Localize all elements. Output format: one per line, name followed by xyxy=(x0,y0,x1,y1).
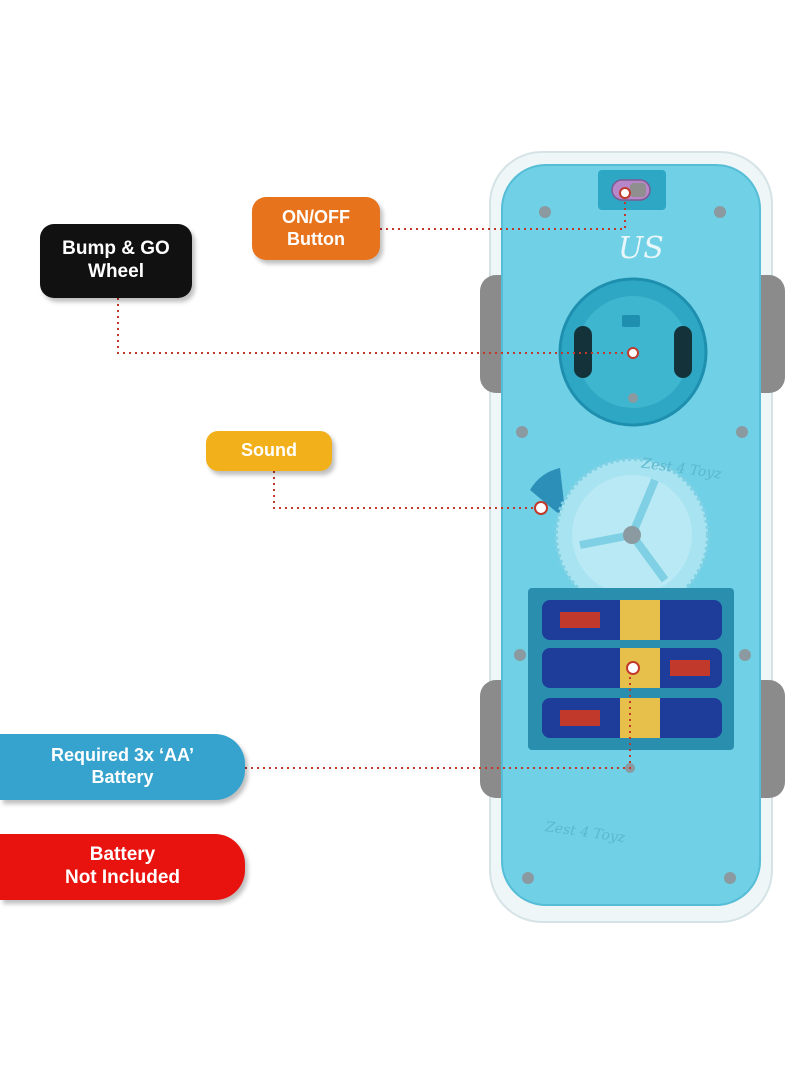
sound-label-text: Sound xyxy=(241,440,297,461)
leader-line-battery xyxy=(245,668,631,769)
bump-go-wheel-label: Bump & GO Wheel xyxy=(40,224,192,298)
leader-line-bump-go xyxy=(117,298,633,354)
speaker-grill xyxy=(530,468,566,520)
battery-label-line2: Battery xyxy=(91,767,154,787)
battery-band xyxy=(620,600,660,640)
indicator-dot-sound xyxy=(534,501,548,515)
screw xyxy=(714,206,726,218)
screw xyxy=(514,649,526,661)
not-included-label-line2: Not Included xyxy=(64,867,181,888)
leader-line-sound xyxy=(273,471,541,509)
bump-go-screw xyxy=(628,393,638,403)
leader-line-on-off xyxy=(380,198,626,230)
gear-hub xyxy=(623,526,641,544)
indicator-dot-on-off xyxy=(619,187,631,199)
screw xyxy=(516,426,528,438)
on-off-label-line1: ON/OFF xyxy=(282,206,350,227)
bump-go-label-line1: Bump & GO xyxy=(62,238,170,260)
battery-stripe xyxy=(670,660,710,676)
battery-label-line1: Required 3x ‘AA’ xyxy=(50,745,195,766)
battery-stripe xyxy=(560,612,600,628)
battery-stripe xyxy=(560,710,600,726)
bump-go-tab xyxy=(622,315,640,327)
indicator-dot-battery xyxy=(626,661,640,675)
screw xyxy=(522,872,534,884)
battery-not-included-label: Battery Not Included xyxy=(0,834,245,900)
gear-spoke xyxy=(628,532,669,583)
screw xyxy=(736,426,748,438)
leader-lines xyxy=(117,198,633,769)
on-off-label-line2: Button xyxy=(287,228,345,249)
sound-label: Sound xyxy=(206,431,332,471)
not-included-label-line1: Battery xyxy=(89,844,156,866)
brand-logo-mark: US xyxy=(618,231,664,266)
bump-go-label-line2: Wheel xyxy=(88,261,144,282)
switch-knob xyxy=(630,183,646,197)
battery-band xyxy=(620,698,660,738)
screw xyxy=(739,649,751,661)
screw xyxy=(724,872,736,884)
gear-spoke xyxy=(628,478,659,537)
on-off-button-label: ON/OFF Button xyxy=(252,197,380,260)
screw xyxy=(539,206,551,218)
battery-required-label: Required 3x ‘AA’ Battery xyxy=(0,734,245,800)
indicator-dot-bump-go xyxy=(627,347,639,359)
bump-go-slot-right xyxy=(674,326,692,378)
bump-go-slot-left xyxy=(574,326,592,378)
